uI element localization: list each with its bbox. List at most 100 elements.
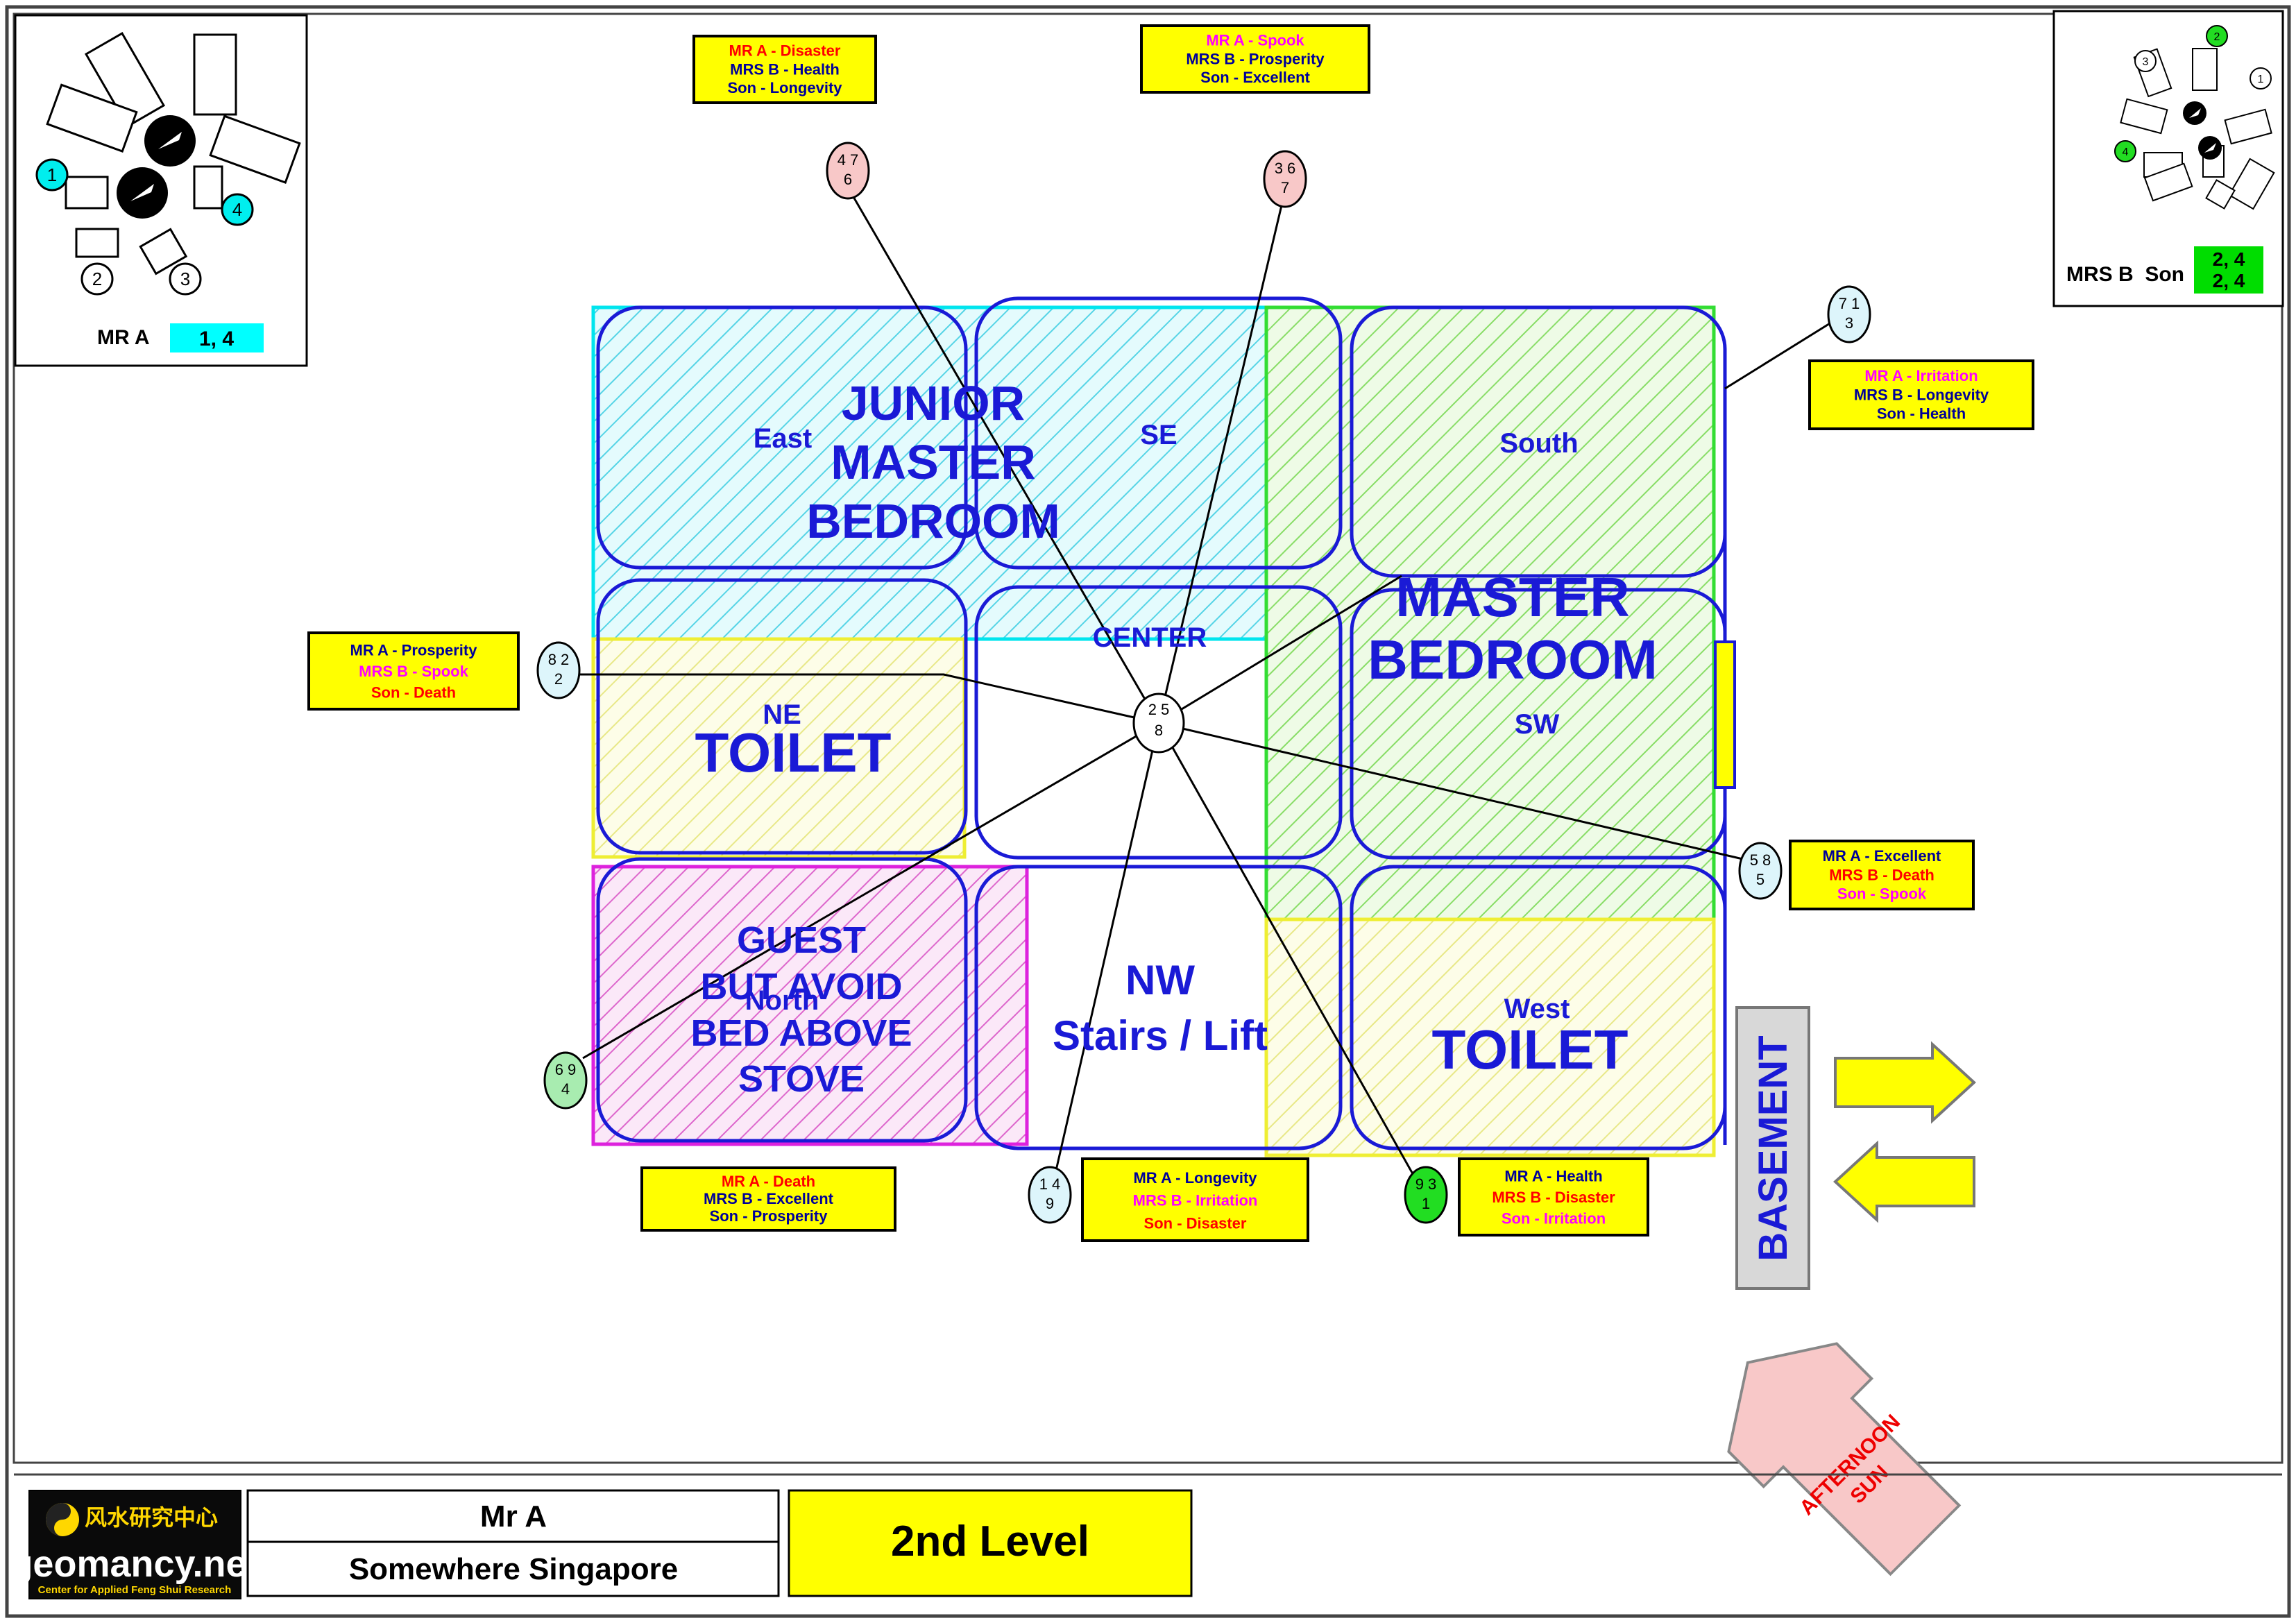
afternoon-sun-arrow-icon: AFTERNOON SUN — [1727, 1342, 1962, 1577]
star-west-top: 9 3 — [1415, 1175, 1437, 1193]
star-nw: 1 4 9 — [1028, 1166, 1072, 1224]
info-box-bg — [1140, 24, 1370, 94]
info-box-line: MRS B - Death — [1829, 866, 1934, 883]
info-box-line: MR A - Irritation — [1864, 367, 1978, 384]
legend-mr-a-label: MR A — [97, 326, 150, 349]
star-se-top: 3 6 — [1275, 160, 1296, 177]
logo-subtitle: Center for Applied Feng Shui Research — [38, 1584, 232, 1596]
info-box-line: MRS B - Spook — [359, 663, 468, 680]
star-nw-top: 1 4 — [1039, 1175, 1061, 1193]
star-north-bottom: 4 — [561, 1080, 570, 1098]
info-box-line: MR A - Excellent — [1823, 847, 1941, 865]
star-connectors — [576, 187, 1843, 1194]
info-box-bg — [640, 1166, 896, 1232]
legend-mrs-b-num-4: 4 — [2123, 146, 2129, 158]
info-box-line: Son - Death — [371, 684, 456, 702]
sector-west-label: West — [1504, 994, 1570, 1024]
sector-north-label: North — [745, 985, 819, 1016]
title-block: 风水研究中心 geomancy.net Center for Applied F… — [10, 1473, 2282, 1599]
info-box-line: Son - Prosperity — [710, 1207, 828, 1225]
info-box-bg — [1808, 359, 2034, 430]
client-name: Mr A — [480, 1499, 547, 1533]
guest-title-2: BUT AVOID — [701, 966, 903, 1008]
info-box-line: MR A - Prosperity — [350, 642, 478, 659]
info-box-line: MRS B - Disaster — [1492, 1189, 1615, 1206]
star-center: 2 5 8 — [1132, 692, 1185, 754]
info-box-line: MR A - Health — [1504, 1168, 1602, 1185]
legend-mrs-b-label: MRS B Son — [2066, 263, 2184, 286]
info-box-line: MRS B - Longevity — [1854, 386, 1989, 403]
legend-mrs-b-num-3: 3 — [2143, 56, 2149, 68]
star-north: 6 9 4 — [543, 1051, 588, 1110]
info-box-bg — [692, 35, 877, 104]
toilet-ne-title: TOILET — [695, 722, 892, 783]
toilet-west-title: TOILET — [1432, 1019, 1629, 1080]
star-center-bottom: 8 — [1155, 722, 1163, 739]
junior-master-title-2: MASTER — [831, 435, 1036, 489]
sector-east-label: East — [754, 423, 813, 454]
info-box-line: Son - Excellent — [1200, 69, 1310, 86]
level-label: 2nd Level — [891, 1518, 1089, 1565]
sector-se-label: SE — [1140, 420, 1177, 450]
info-box-line: Son - Health — [1877, 405, 1966, 423]
star-sw-bottom: 5 — [1756, 871, 1764, 888]
info-box-bg — [1458, 1157, 1649, 1237]
info-box-line: MRS B - Irritation — [1133, 1192, 1258, 1209]
guest-title-3: BED ABOVE — [690, 1012, 912, 1054]
legend-mr-a-num-4: 4 — [232, 199, 242, 220]
star-ne-bottom: 2 — [554, 670, 563, 688]
star-ne-top: 8 2 — [548, 651, 570, 668]
guest-title-1: GUEST — [737, 919, 866, 961]
star-se-bottom: 7 — [1281, 179, 1289, 196]
info-box-bg — [1081, 1157, 1309, 1242]
info-box-line: Son - Longevity — [728, 79, 843, 96]
legend-mr-a: 1 2 3 4 MR A 1, 4 — [14, 14, 308, 367]
master-bedroom-title-2: BEDROOM — [1368, 629, 1658, 690]
zone-guest — [591, 865, 1029, 1146]
sector-south-label: South — [1499, 428, 1578, 459]
star-east-bottom: 6 — [844, 171, 852, 188]
arrow-left-icon — [1833, 1140, 1975, 1223]
basement-label: BASEMENT — [1751, 1035, 1796, 1261]
info-box-line: MRS B - Excellent — [704, 1190, 834, 1207]
star-nw-bottom: 9 — [1046, 1195, 1054, 1212]
guest-title-4: STOVE — [738, 1058, 865, 1100]
info-box-line: Son - Irritation — [1502, 1210, 1606, 1227]
star-west-bottom: 1 — [1422, 1195, 1430, 1212]
logo-cjk: 风水研究中心 — [85, 1505, 218, 1530]
info-box-bg — [1789, 840, 1975, 910]
star-se: 3 6 7 — [1263, 150, 1307, 208]
star-east-top: 4 7 — [837, 151, 859, 169]
star-west: 9 3 1 — [1404, 1166, 1448, 1224]
info-box-line: MR A - Disaster — [729, 42, 841, 60]
stairs-title-1: NW — [1125, 957, 1195, 1003]
logo: 风水研究中心 geomancy.net Center for Applied F… — [10, 1490, 260, 1599]
junior-master-title-3: BEDROOM — [806, 494, 1060, 548]
legend-mr-a-num-1: 1 — [47, 164, 57, 185]
sector-center-label: CENTER — [1093, 622, 1207, 653]
legend-mr-a-value: 1, 4 — [199, 328, 234, 350]
info-box-line: MRS B - Prosperity — [1186, 50, 1325, 67]
star-south: 7 1 3 — [1827, 285, 1871, 343]
junior-master-title-1: JUNIOR — [842, 376, 1025, 430]
info-box-line: Son - Spook — [1837, 885, 1927, 903]
star-sw-top: 5 8 — [1750, 851, 1771, 869]
master-bedroom-title-1: MASTER — [1395, 566, 1630, 628]
legend-mrs-b-value-1: 2, 4 — [2213, 248, 2245, 270]
sector-ne-label: NE — [763, 699, 801, 730]
window-marker — [1714, 640, 1736, 789]
star-north-top: 6 9 — [555, 1061, 577, 1078]
stairs-title-2: Stairs / Lift — [1053, 1012, 1268, 1059]
star-ne: 8 2 2 — [536, 641, 581, 699]
star-east: 4 7 6 — [826, 142, 870, 200]
star-sw: 5 8 5 — [1738, 842, 1783, 900]
